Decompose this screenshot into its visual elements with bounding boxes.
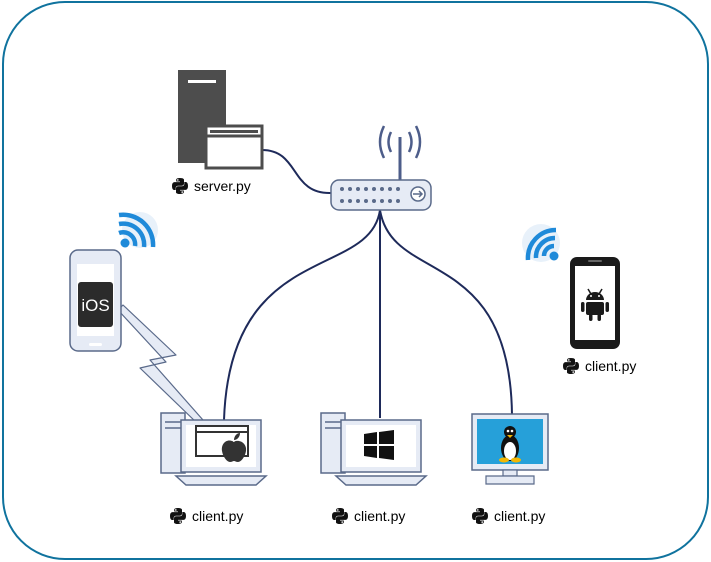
ios-phone-icon: iOS: [69, 249, 122, 352]
windows-client-label: client.py: [331, 507, 405, 525]
mac-client-label: client.py: [169, 507, 243, 525]
server-label: server.py: [171, 177, 251, 195]
apple-pc-icon: [160, 412, 268, 486]
link-router-linux: [379, 209, 513, 416]
link-server-router: [261, 149, 333, 195]
tux-penguin-icon: [499, 426, 521, 463]
ios-screen-text: iOS: [81, 296, 109, 315]
windows-pc-icon: [320, 412, 428, 486]
server-label-text: server.py: [194, 178, 251, 194]
network-links: [223, 149, 513, 421]
wifi-icon: [522, 224, 560, 262]
android-client-label: client.py: [562, 357, 636, 375]
linux-client-label: client.py: [471, 507, 545, 525]
windows-client-label-text: client.py: [354, 508, 406, 524]
server-with-window-icon: [178, 70, 264, 170]
windows-logo-icon: [364, 430, 394, 460]
python-icon: [472, 508, 488, 524]
linux-client-label-text: client.py: [494, 508, 546, 524]
android-logo-icon: [581, 288, 609, 321]
wireless-link-bolt: [117, 304, 204, 425]
python-icon: [563, 358, 579, 374]
android-client-label-text: client.py: [585, 358, 637, 374]
wifi-icon: [118, 212, 158, 248]
mac-client-label-text: client.py: [192, 508, 244, 524]
link-router-mac: [223, 209, 381, 421]
linux-monitor-icon: [471, 413, 549, 485]
python-icon: [332, 508, 348, 524]
python-icon: [170, 508, 186, 524]
android-phone-icon: [570, 257, 620, 349]
router-icon: [330, 125, 432, 211]
python-icon: [172, 178, 188, 194]
apple-logo-icon: [221, 433, 247, 462]
